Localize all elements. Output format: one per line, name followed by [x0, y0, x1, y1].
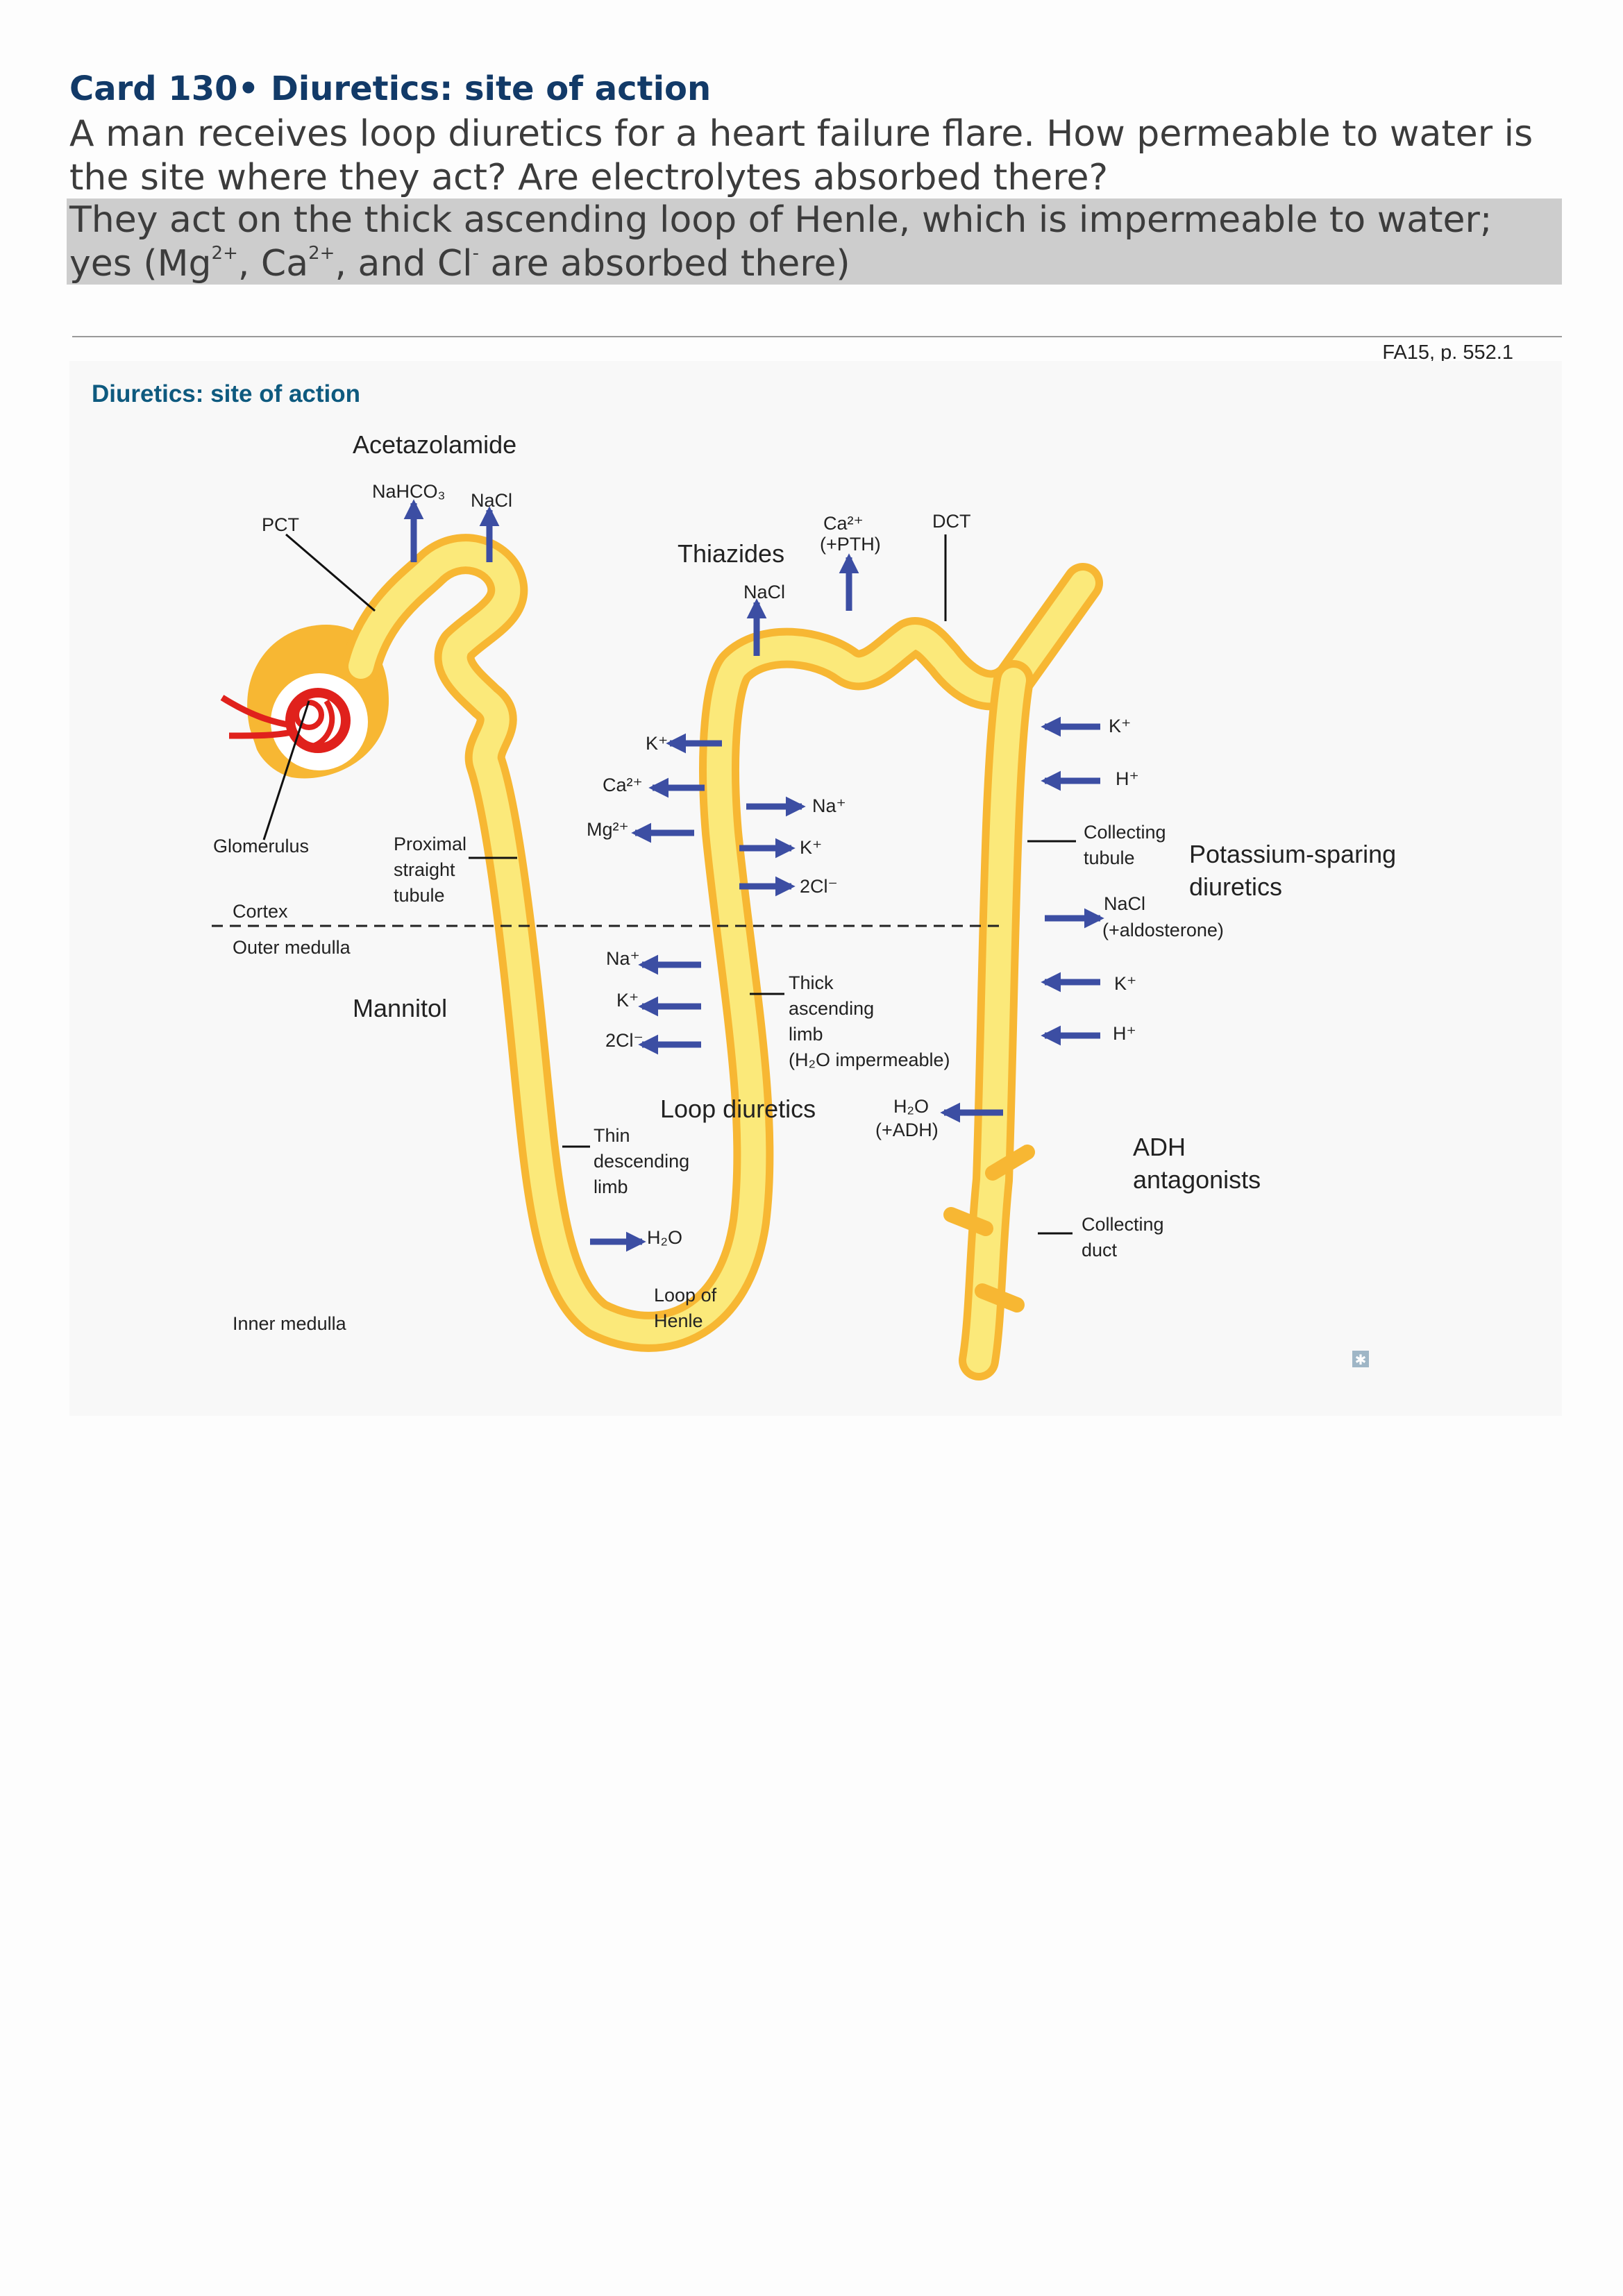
label-proximal-straight-3: tubule [394, 885, 445, 906]
ion-h-ct1: H⁺ [1116, 768, 1139, 789]
ion-aldosterone: (+aldosterone) [1102, 920, 1224, 940]
label-proximal-straight-2: straight [394, 859, 455, 880]
card-title: Card 130• Diuretics: site of action [69, 69, 712, 108]
ion-k-in: K⁺ [800, 837, 822, 858]
label-thin-desc-1: Thin [594, 1125, 630, 1146]
label-thin-desc-2: descending [594, 1151, 689, 1172]
ion-k-ct2: K⁺ [1114, 973, 1136, 994]
ion-nacl-pct: NaCl [471, 490, 512, 511]
answer-sup-cl: - [472, 242, 480, 264]
answer-sup-ca: 2+ [308, 242, 335, 264]
label-loop-of-henle-1: Loop of [654, 1285, 717, 1306]
answer-box: They act on the thick ascending loop of … [67, 199, 1562, 285]
arrows-right [590, 796, 1104, 1252]
ion-k-med: K⁺ [616, 990, 639, 1011]
ion-cl-in: 2Cl⁻ [800, 876, 838, 897]
label-collecting-duct-1: Collecting [1082, 1214, 1164, 1235]
ion-adh: (+ADH) [875, 1120, 939, 1140]
drug-mannitol: Mannitol [353, 994, 447, 1022]
label-pct: PCT [262, 514, 299, 535]
question-text: A man receives loop diuretics for a hear… [69, 113, 1533, 199]
label-collecting-duct-2: duct [1082, 1240, 1118, 1260]
drug-potassium-sparing-line1: Potassium-sparing [1189, 840, 1396, 868]
answer-line-1: They act on the thick ascending loop of … [69, 199, 1492, 241]
drug-adh-antagonists-line2: antagonists [1133, 1165, 1261, 1194]
drug-potassium-sparing-line2: diuretics [1189, 872, 1282, 901]
ion-ca-dct: Ca²⁺ [823, 513, 864, 534]
ion-nacl-dct: NaCl [743, 582, 785, 602]
label-outer-medulla: Outer medulla [233, 937, 351, 958]
ion-nahco3: NaHCO₃ [372, 481, 446, 502]
ion-h2o-thin: H₂O [647, 1227, 682, 1248]
ion-nacl-ct: NaCl [1104, 893, 1145, 914]
collecting-duct [943, 660, 1035, 1381]
ion-mg-tal: Mg²⁺ [587, 819, 629, 840]
answer-line-2-d: are absorbed there) [479, 243, 850, 285]
ion-pth: (+PTH) [820, 534, 881, 555]
arrows-up [403, 499, 859, 656]
answer-line-2-a: yes (Mg [69, 243, 212, 285]
drug-thiazides: Thiazides [678, 539, 784, 568]
ion-h2o-cd: H₂O [893, 1096, 929, 1117]
ion-cl-med: 2Cl⁻ [605, 1030, 644, 1051]
ion-h-ct2: H⁺ [1113, 1023, 1136, 1044]
label-thick-asc-2: ascending [789, 998, 874, 1019]
drug-adh-antagonists-line1: ADH [1133, 1133, 1186, 1161]
divider-rule [72, 336, 1562, 337]
label-thin-desc-3: limb [594, 1176, 628, 1197]
label-thick-asc-1: Thick [789, 972, 834, 993]
ion-na-med: Na⁺ [606, 948, 640, 969]
label-glomerulus: Glomerulus [213, 836, 309, 856]
arrows-left [631, 716, 1100, 1123]
reference-text: FA15, p. 552.1 [1382, 341, 1513, 364]
ion-k-tal: K⁺ [646, 733, 668, 754]
label-proximal-straight-1: Proximal [394, 834, 466, 854]
figure-panel [69, 361, 1562, 1416]
nephron-tubule [341, 534, 1103, 1352]
ion-na-in: Na⁺ [812, 795, 846, 816]
drug-acetazolamide: Acetazolamide [353, 430, 516, 459]
drug-loop-diuretics: Loop diuretics [660, 1095, 816, 1123]
label-inner-medulla: Inner medulla [233, 1313, 347, 1334]
label-loop-of-henle-2: Henle [654, 1310, 703, 1331]
label-dct: DCT [932, 511, 971, 532]
answer-line-2-b: , Ca [237, 243, 309, 285]
answer-line-2-c: , and Cl [335, 243, 473, 285]
figure-title: Diuretics: site of action [92, 380, 361, 407]
ion-ca-tal: Ca²⁺ [603, 775, 643, 795]
label-collecting-tubule-2: tubule [1084, 847, 1135, 868]
label-thick-asc-4: (H₂O impermeable) [789, 1049, 950, 1070]
svg-text:✱: ✱ [1355, 1353, 1367, 1368]
ion-k-ct1: K⁺ [1109, 716, 1131, 736]
label-thick-asc-3: limb [789, 1024, 823, 1045]
label-cortex: Cortex [233, 901, 288, 922]
label-collecting-tubule-1: Collecting [1084, 822, 1166, 843]
answer-sup-mg: 2+ [211, 242, 238, 264]
figure-corner-icon: ✱ [1352, 1351, 1369, 1368]
pointer-lines [262, 533, 1076, 1235]
